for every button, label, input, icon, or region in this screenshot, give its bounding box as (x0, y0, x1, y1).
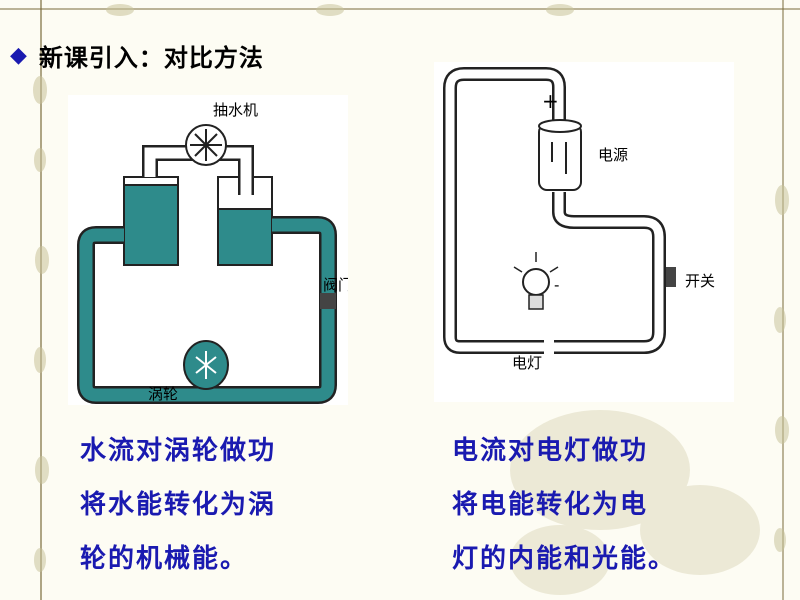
title-text: 新课引入：对比方法 (38, 44, 264, 72)
diamond-bullet-icon: ◆ (10, 43, 27, 68)
left-caption-line-1: 水流对涡轮做功 (80, 436, 277, 466)
pump-label: 抽水机 (213, 101, 258, 119)
circuit-diagram-panel: + 电源 开关 - 电灯 (434, 62, 734, 402)
switch-label: 开关 (685, 272, 715, 290)
circuit-diagram: + 电源 开关 - 电灯 (443, 67, 715, 372)
lamp-label: 电灯 (512, 354, 542, 372)
power-label: 电源 (598, 146, 628, 164)
valve-label: 阀门 (323, 276, 348, 294)
frame-left-line (40, 0, 42, 600)
minus-sign: - (554, 276, 559, 294)
left-caption-line-2: 将水能转化为涡 (80, 490, 277, 520)
turbine-label: 涡轮 (148, 385, 178, 403)
left-caption: 水流对涡轮做功 将水能转化为涡 轮的机械能。 (80, 432, 276, 578)
water-diagram: 抽水机 阀门 涡轮 (77, 101, 353, 404)
right-caption-line-1: 电流对电灯做功 (452, 436, 649, 466)
water-diagram-panel: 抽水机 阀门 涡轮 (68, 95, 353, 405)
right-caption-line-2: 将电能转化为电 (452, 490, 649, 520)
lamp-icon (522, 268, 550, 296)
valve-icon (320, 293, 336, 309)
frame-right-line (782, 0, 784, 600)
wire-right (552, 192, 666, 354)
right-caption-line-3: 灯的内能和光能。 (452, 544, 677, 574)
plus-sign: + (542, 89, 559, 113)
water-pipe (79, 218, 335, 402)
right-caption: 电流对电灯做功 将电能转化为电 灯的内能和光能。 (452, 432, 676, 578)
left-tank (123, 182, 179, 266)
right-tank (217, 206, 273, 266)
left-caption-line-3: 轮的机械能。 (80, 544, 249, 574)
frame-top-line (0, 8, 800, 10)
switch-icon (666, 267, 676, 287)
slide-title: ◆ 新课引入：对比方法 (10, 38, 264, 73)
battery-icon (538, 123, 582, 191)
